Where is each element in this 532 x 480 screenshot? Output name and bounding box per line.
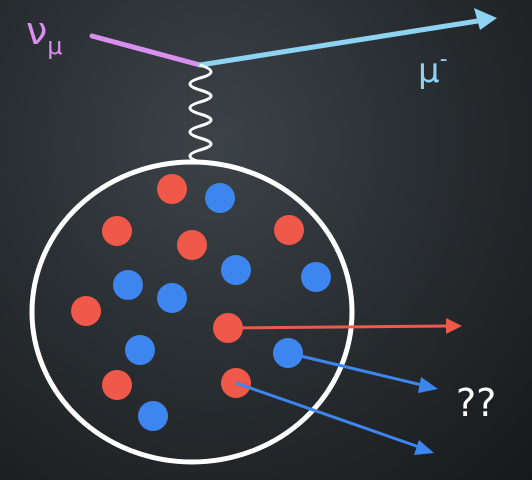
proton-dot <box>177 230 207 260</box>
unknown-label: ?? <box>456 381 496 425</box>
neutron-dot <box>301 262 331 292</box>
proton-dot <box>274 215 304 245</box>
neutrino-line <box>89 33 203 68</box>
neutron-dot <box>221 255 251 285</box>
proton-dot <box>157 174 187 204</box>
outgoing-neutron-track-1 <box>287 351 427 388</box>
neutron-dot <box>125 335 155 365</box>
outgoing-neutron-arrowhead-1 <box>418 377 438 393</box>
w-boson-line <box>188 63 213 164</box>
muon-superscript: - <box>440 47 448 72</box>
neutron-dot <box>113 270 143 300</box>
neutrino-subscript: μ <box>47 32 62 60</box>
outgoing-proton-track <box>227 324 451 330</box>
proton-dot <box>71 296 101 326</box>
muon-label: μ- <box>418 47 448 91</box>
nucleons-group <box>71 174 331 431</box>
nucleus-outline <box>29 159 355 465</box>
outgoing-neutron-arrowhead-2 <box>414 440 434 455</box>
muon-line <box>197 17 487 68</box>
proton-dot <box>102 216 132 246</box>
neutron-dot <box>138 401 168 431</box>
outgoing-proton-arrowhead <box>446 318 462 334</box>
muon-arrowhead <box>474 8 497 30</box>
neutrino-label: νμ <box>26 9 63 60</box>
neutron-dot <box>205 183 235 213</box>
neutron-dot <box>157 283 187 313</box>
outgoing-neutron-track-2 <box>235 381 423 450</box>
proton-dot <box>102 370 132 400</box>
